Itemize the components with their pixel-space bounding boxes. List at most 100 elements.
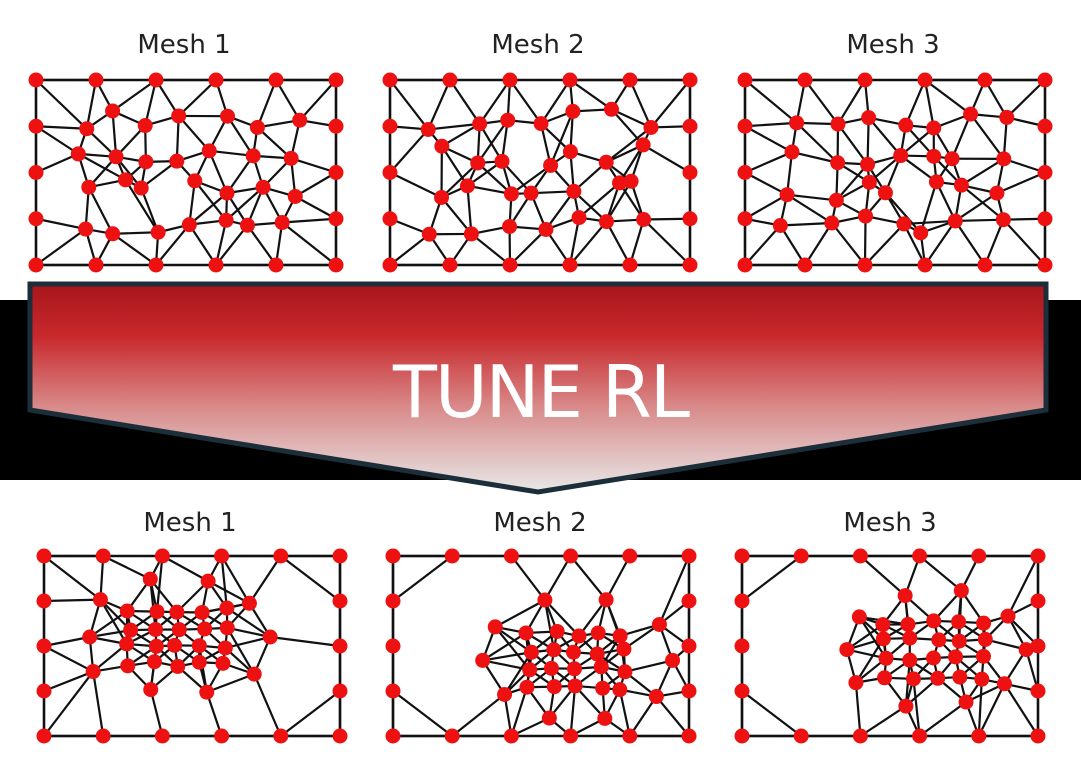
top-mesh-3-node (860, 156, 876, 172)
bottom-mesh-1-node (36, 728, 52, 744)
bottom-mesh-3-edge (854, 682, 862, 737)
bottom-mesh-2-edge (578, 599, 608, 637)
top-mesh-1-edge (35, 217, 86, 231)
top-mesh-1-node (88, 257, 104, 273)
top-mesh-3-edge (791, 150, 838, 164)
top-mesh-3-node (995, 212, 1011, 228)
top-mesh-2-node (502, 218, 518, 234)
top-mesh-1-edge (226, 155, 255, 194)
bottom-mesh-2-edge (658, 555, 691, 625)
top-mesh-1-node (78, 221, 94, 237)
top-mesh-2-edge (440, 145, 469, 187)
top-mesh-2-node (523, 185, 539, 201)
top-mesh-1-edge (208, 150, 229, 194)
top-mesh-2-edge (428, 122, 480, 131)
bottom-mesh-2-node (597, 710, 613, 726)
bottom-mesh-1-node (148, 638, 164, 654)
bottom-mesh-3-node (971, 548, 987, 564)
top-mesh-2-edge (642, 143, 691, 174)
top-mesh-2-diagram (382, 72, 698, 273)
bottom-mesh-1-node (36, 593, 52, 609)
top-mesh-1-node (328, 118, 344, 134)
top-mesh-2-edge (440, 162, 479, 199)
bottom-mesh-1-node (332, 638, 348, 654)
top-mesh-2-node (635, 137, 651, 153)
bottom-mesh-3-node (875, 617, 891, 633)
bottom-mesh-1-node (154, 548, 170, 564)
bottom-mesh-2-node (595, 680, 611, 696)
top-mesh-1-node (137, 118, 153, 134)
top-mesh-1-node (268, 257, 284, 273)
bottom-mesh-2-node (385, 638, 401, 654)
bottom-mesh-3-edge (741, 690, 802, 737)
top-mesh-3-edge (923, 79, 935, 129)
top-mesh-1-node (79, 121, 95, 137)
top-mesh-1-node (28, 211, 44, 227)
top-mesh-2-node (420, 121, 436, 137)
bottom-mesh-1-edge (220, 555, 251, 604)
top-mesh-3-title: Mesh 3 (846, 30, 940, 60)
top-mesh-3-node (877, 185, 893, 201)
top-mesh-2-edge (650, 79, 691, 129)
bottom-mesh-3-node (931, 632, 947, 648)
bottom-mesh-2-edge (655, 695, 690, 737)
bottom-mesh-3-node (1030, 728, 1046, 744)
top-mesh-1-edge (35, 152, 79, 174)
bottom-mesh-1-edge (198, 645, 208, 693)
bottom-mesh-1-edge (43, 670, 95, 737)
bottom-mesh-2-edge (569, 555, 607, 601)
bottom-mesh-1-node (119, 603, 135, 619)
bottom-mesh-3-node (1018, 642, 1034, 658)
bottom-mesh-1-edge (99, 599, 128, 645)
top-mesh-1-edge (112, 231, 159, 235)
bottom-mesh-1-node (332, 683, 348, 699)
top-mesh-3-node (784, 144, 800, 160)
bottom-mesh-2-node (385, 593, 401, 609)
bottom-mesh-3-node (976, 615, 992, 631)
top-mesh-3-node (926, 120, 942, 136)
bottom-mesh-3-node (734, 548, 750, 564)
bottom-mesh-3-edge (859, 705, 907, 737)
top-mesh-3-edge (867, 116, 902, 157)
bottom-mesh-3-node (951, 614, 967, 630)
top-mesh-2-edge (466, 185, 473, 235)
top-mesh-3-node (944, 151, 960, 167)
top-mesh-1-node (118, 172, 134, 188)
top-mesh-1-node (328, 165, 344, 180)
top-mesh-2-node (682, 211, 698, 227)
bottom-mesh-1-node (95, 728, 111, 744)
bottom-mesh-2-edge (494, 626, 531, 671)
bottom-mesh-2-node (612, 628, 628, 644)
top-mesh-2-edge (449, 79, 481, 125)
bottom-mesh-3-node (902, 630, 918, 646)
top-mesh-1-edge (188, 224, 217, 266)
bottom-mesh-1-edge (155, 555, 164, 612)
top-mesh-2-node (470, 155, 486, 171)
top-mesh-3-edge (744, 125, 793, 154)
top-mesh-2-edge (569, 79, 613, 111)
bottom-mesh-2-node (565, 644, 581, 660)
top-mesh-2-node (459, 178, 475, 194)
top-mesh-3-node (898, 117, 914, 133)
top-mesh-3-edge (744, 171, 788, 196)
bottom-mesh-1-node (36, 683, 52, 699)
bottom-mesh-3-node (952, 669, 968, 685)
top-mesh-1-edge (35, 228, 87, 266)
top-mesh-1-node (220, 108, 236, 124)
bottom-mesh-3-node (926, 613, 942, 629)
top-mesh-3-node (737, 72, 753, 88)
top-mesh-2-node (565, 103, 581, 119)
bottom-mesh-1-edge (43, 645, 94, 673)
bottom-mesh-2-node (563, 728, 579, 744)
bottom-mesh-2-node (543, 660, 559, 676)
bottom-mesh-2-node (665, 652, 681, 668)
top-mesh-3-node (977, 72, 993, 88)
top-mesh-3-edge (744, 224, 782, 266)
top-mesh-1-edge (226, 115, 255, 157)
top-mesh-3-node (953, 177, 969, 193)
bottom-mesh-1-edge (270, 635, 341, 648)
bottom-mesh-3-node (852, 728, 868, 744)
top-mesh-3-edge (960, 157, 1005, 187)
top-mesh-1-edge (282, 217, 337, 224)
bottom-mesh-2-node (622, 728, 638, 744)
